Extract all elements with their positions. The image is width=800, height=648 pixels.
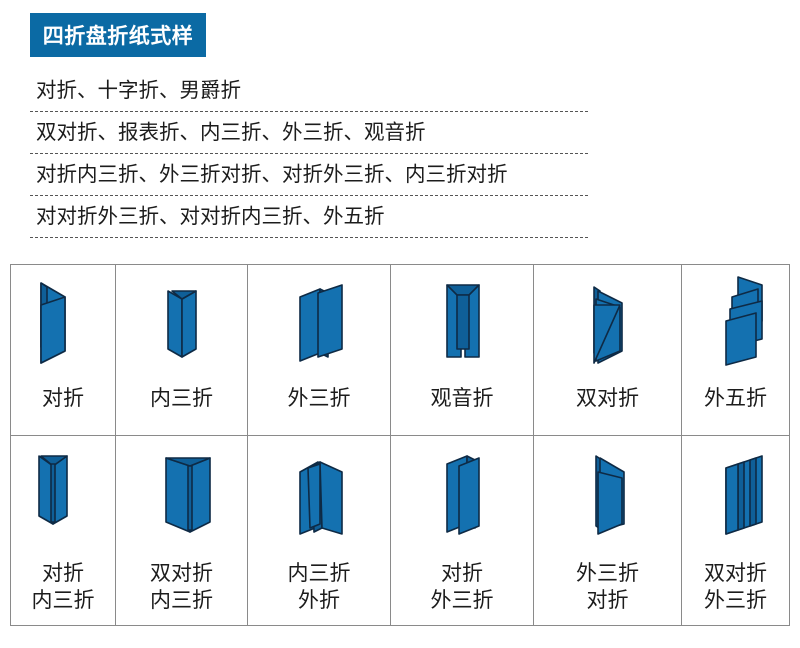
fold-label: 外三折 (287, 386, 351, 410)
fold-label-line: 对折 (42, 561, 84, 585)
z-fold-icon (299, 284, 343, 362)
fold-label: 内三折 (150, 386, 213, 410)
letter-then-outer-fold-icon (299, 461, 343, 535)
fold-label: 对折 内三折 (11, 560, 115, 614)
list-item: 对折内三折、外三折对折、对折外三折、内三折对折 (30, 154, 588, 196)
fold-style-grid: 对折 内三折 外三折 观音折 双对折 (10, 264, 790, 626)
gate-fold-icon (446, 284, 480, 358)
list-item: 对折、十字折、男爵折 (30, 70, 588, 112)
z-then-half-fold-icon (595, 455, 625, 535)
fold-label: 对折 (42, 386, 84, 410)
list-item: 双对折、报表折、内三折、外三折、观音折 (30, 112, 588, 154)
accordion-five-fold-icon (725, 276, 763, 366)
double-half-z-fold-icon (725, 455, 763, 535)
fold-label-line: 外三折 (430, 588, 494, 612)
fold-label: 双对折 外三折 (682, 560, 789, 614)
half-then-z-fold-icon (446, 455, 480, 535)
letter-fold-icon (167, 290, 197, 358)
double-parallel-fold-icon (593, 286, 623, 364)
fold-cell-letter: 内三折 (116, 265, 248, 436)
fold-label: 外五折 (704, 386, 767, 410)
fold-label: 双对折 (576, 386, 639, 410)
fold-half-icon (40, 282, 66, 364)
fold-cell-double-half-z: 双对折 外三折 (682, 436, 789, 625)
fold-label: 双对折 内三折 (116, 560, 247, 614)
list-item: 对对折外三折、对对折内三折、外五折 (30, 196, 588, 238)
fold-cell-double-parallel: 双对折 (534, 265, 682, 436)
double-half-letter-fold-icon (165, 457, 211, 533)
fold-cell-double-half-letter: 双对折 内三折 (116, 436, 248, 625)
fold-label-line: 外折 (298, 588, 340, 612)
fold-label-line: 内三折 (287, 561, 351, 585)
fold-label: 观音折 (430, 386, 494, 410)
fold-label-line: 外三折 (576, 561, 639, 585)
half-then-letter-fold-icon (38, 455, 68, 525)
fold-cell-z: 外三折 (248, 265, 391, 436)
page-title: 四折盘折纸式样 (30, 13, 206, 57)
fold-label: 对折 外三折 (391, 560, 533, 614)
fold-label: 外三折 对折 (534, 560, 681, 614)
fold-cell-gate: 观音折 (391, 265, 534, 436)
fold-cell-accordion-five: 外五折 (682, 265, 789, 436)
fold-label-line: 对折 (586, 588, 629, 612)
fold-cell-letter-outer: 内三折 外折 (248, 436, 391, 625)
fold-type-list: 对折、十字折、男爵折 双对折、报表折、内三折、外三折、观音折 对折内三折、外三折… (30, 70, 588, 238)
fold-label-line: 双对折 (150, 561, 213, 585)
fold-label: 内三折 外折 (248, 560, 390, 614)
fold-cell-half-z: 对折 外三折 (391, 436, 534, 625)
fold-label-line: 内三折 (31, 588, 95, 612)
fold-label-line: 双对折 (704, 561, 767, 585)
fold-label-line: 内三折 (150, 588, 213, 612)
fold-label-line: 对折 (441, 561, 483, 585)
fold-label-line: 外三折 (704, 588, 767, 612)
fold-cell-z-half: 外三折 对折 (534, 436, 682, 625)
fold-cell-half: 对折 (11, 265, 116, 436)
fold-cell-half-letter: 对折 内三折 (11, 436, 116, 625)
